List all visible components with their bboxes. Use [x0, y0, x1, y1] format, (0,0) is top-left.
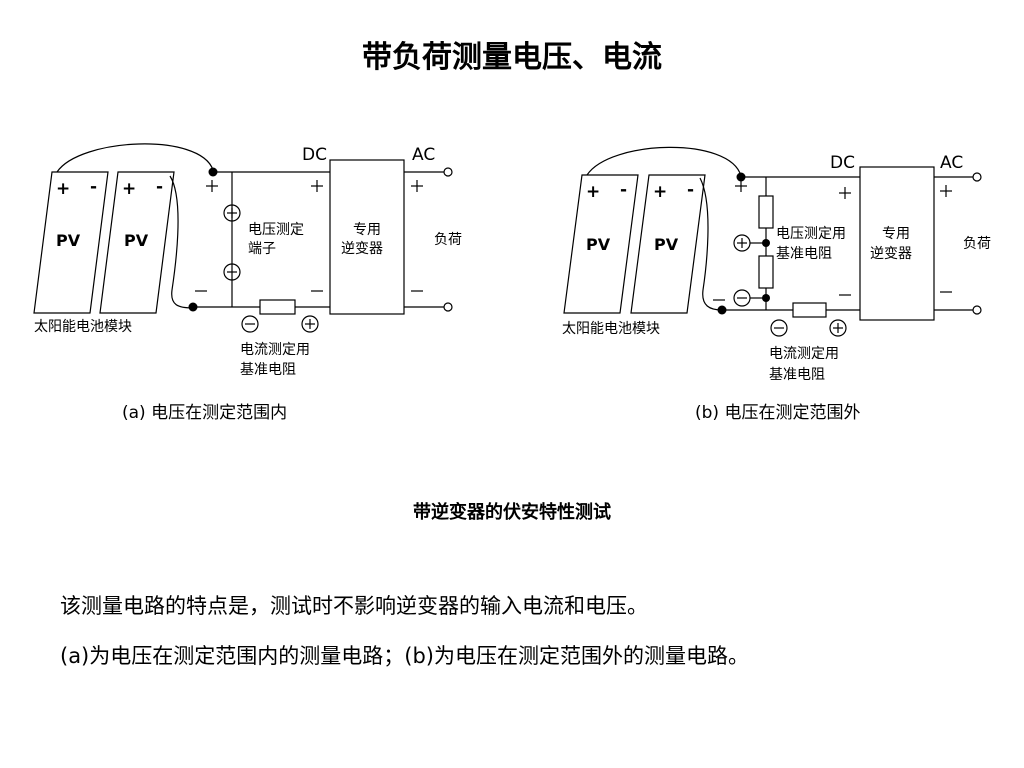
- current-resistor-label-2: 基准电阻: [240, 361, 296, 378]
- pv1-plus: +: [56, 179, 70, 199]
- voltage-terminal-label-2: 端子: [248, 241, 276, 257]
- voltage-resistor-label-2: 基准电阻: [776, 245, 832, 262]
- ac-terminal-bottom: [443, 302, 453, 312]
- pv2-label: PV: [654, 235, 679, 254]
- current-resistor: [792, 302, 827, 318]
- current-resistor-label-1: 电流测定用: [240, 342, 310, 358]
- inverter-box: [859, 166, 935, 321]
- node-top: [736, 172, 746, 182]
- pv-panel-1: [33, 171, 109, 314]
- diagram-b-nodes: [717, 172, 770, 315]
- diagram-b-marks: [713, 180, 952, 333]
- wire-bottom-curve: [699, 177, 723, 311]
- node-bottom: [717, 305, 727, 315]
- dc-label: DC: [302, 145, 327, 165]
- pv1-minus: -: [620, 180, 627, 200]
- pv-panel-1: [563, 174, 639, 314]
- current-resistor: [259, 299, 296, 315]
- page-title: 带负荷测量电压、电流: [362, 40, 662, 75]
- caption-b: (b) 电压在测定范围外: [695, 403, 860, 423]
- circuit-diagrams: + - + - PV PV 太阳能电池模块 电压测定 端子 电流测定用 基准电阻…: [33, 143, 991, 423]
- load-label: 负荷: [963, 236, 991, 252]
- ac-label: AC: [940, 153, 963, 173]
- current-resistor-label-1: 电流测定用: [769, 346, 839, 362]
- caption-a: (a) 电压在测定范围内: [122, 403, 287, 423]
- module-label: 太阳能电池模块: [562, 321, 660, 337]
- node-bottom: [188, 302, 198, 312]
- voltage-plus-terminal: [223, 204, 241, 222]
- inverter-label-1: 专用: [882, 226, 910, 242]
- pv2-plus: +: [122, 179, 136, 199]
- inverter-box: [329, 159, 405, 315]
- pv1-label: PV: [586, 235, 611, 254]
- voltage-resistor-label-1: 电压测定用: [776, 226, 846, 242]
- node-top: [208, 167, 218, 177]
- diagram-a-marks: [195, 180, 423, 329]
- section-title: 带逆变器的伏安特性测试: [413, 502, 611, 523]
- wire-top-arc: [586, 146, 742, 177]
- inverter-label-2: 逆变器: [870, 246, 912, 262]
- pv-panel-2: [630, 174, 706, 314]
- voltage-resistor-bottom: [758, 255, 774, 289]
- pv2-minus: -: [156, 177, 163, 197]
- ac-terminal-bottom: [972, 305, 982, 315]
- pv-panel-2: [99, 171, 175, 314]
- node-divider-low: [762, 294, 770, 302]
- load-label: 负荷: [434, 232, 462, 248]
- pv2-plus: +: [653, 182, 667, 202]
- diagram-a: [33, 143, 453, 333]
- diagram-a-labels: + - + - PV PV 太阳能电池模块 电压测定 端子 电流测定用 基准电阻…: [34, 145, 462, 423]
- module-label: 太阳能电池模块: [34, 319, 132, 335]
- paragraph-1: 该测量电路的特点是，测试时不影响逆变器的输入电流和电压。: [60, 594, 648, 618]
- current-resistor-label-2: 基准电阻: [769, 366, 825, 383]
- paragraph-2: (a)为电压在测定范围内的测量电路；(b)为电压在测定范围外的测量电路。: [60, 644, 749, 668]
- node-divider-mid: [762, 239, 770, 247]
- diagram-b-labels: + - + - PV PV 太阳能电池模块 电压测定用 基准电阻 电流测定用 基…: [562, 153, 991, 423]
- voltage-terminal-label-1: 电压测定: [248, 222, 304, 238]
- ac-terminal-top: [972, 172, 982, 182]
- voltage-minus-terminal: [223, 263, 241, 281]
- pv1-plus: +: [586, 182, 600, 202]
- current-plus-terminal: [829, 319, 847, 337]
- inverter-label-1: 专用: [353, 222, 381, 238]
- wire-bottom-curve: [169, 175, 194, 309]
- dc-label: DC: [830, 153, 855, 173]
- ac-label: AC: [412, 145, 435, 165]
- diagram-b: [563, 146, 982, 337]
- pv2-label: PV: [124, 231, 149, 250]
- pv1-minus: -: [90, 177, 97, 197]
- inverter-label-2: 逆变器: [341, 241, 383, 257]
- wire-top-arc: [56, 143, 214, 173]
- pv2-minus: -: [687, 180, 694, 200]
- current-minus-terminal: [770, 319, 788, 337]
- voltage-resistor-top: [758, 195, 774, 229]
- current-minus-terminal: [241, 315, 259, 333]
- pv1-label: PV: [56, 231, 81, 250]
- diagram-a-nodes: [188, 167, 218, 312]
- ac-terminal-top: [443, 167, 453, 177]
- current-plus-terminal: [301, 315, 319, 333]
